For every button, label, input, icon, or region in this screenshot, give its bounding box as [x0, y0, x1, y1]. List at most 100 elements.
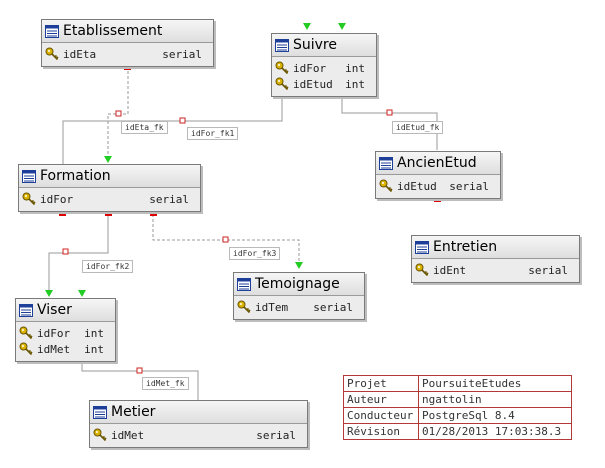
fk-label-idfor-fk1: idFor_fk1	[187, 127, 239, 140]
table-name: Etablissement	[63, 23, 163, 39]
info-value: PostgreSql 8.4	[418, 407, 572, 424]
column-row[interactable]: idEta serial	[45, 46, 210, 62]
table-header[interactable]: AncienEtud	[376, 152, 500, 175]
table-header[interactable]: Viser	[16, 299, 115, 322]
info-key: Révision	[343, 423, 419, 440]
relation-marker	[136, 367, 143, 374]
table-name: Suivre	[293, 37, 337, 53]
column-type: serial	[449, 179, 489, 193]
column-row[interactable]: idMet serial	[93, 427, 304, 443]
table-name: Formation	[40, 168, 111, 184]
column-row[interactable]: idTem serial	[237, 299, 361, 315]
table-header[interactable]: Temoignage	[234, 273, 364, 296]
column-type: int	[84, 326, 104, 340]
pk-marker	[150, 209, 157, 216]
fk-label-ideta-fk: idEta_fk	[121, 121, 168, 134]
table-etablissement[interactable]: Etablissement idEta serial	[41, 19, 214, 67]
info-value: ngattolin	[418, 391, 572, 408]
connector-idfor-fk3	[152, 214, 300, 268]
column-name: idTem	[255, 300, 289, 314]
column-row[interactable]: idFor int	[19, 325, 112, 341]
key-icon	[237, 300, 251, 314]
table-icon	[275, 38, 289, 52]
fk-arrow	[303, 23, 311, 30]
table-header[interactable]: Metier	[90, 401, 307, 424]
column-name: idMet	[37, 342, 71, 356]
pk-marker	[105, 209, 112, 216]
table-icon	[22, 169, 36, 183]
table-name: Viser	[37, 302, 72, 318]
key-icon	[45, 47, 59, 61]
fk-arrow	[45, 290, 53, 297]
table-icon	[19, 303, 33, 317]
table-suivre[interactable]: Suivre idFor int idEtud int	[271, 33, 377, 97]
column-name: idEta	[63, 47, 97, 61]
column-type: int	[345, 61, 365, 75]
fk-label-idmet-fk: idMet_fk	[142, 377, 189, 390]
pk-marker	[59, 209, 66, 216]
column-type: serial	[528, 263, 568, 277]
info-value: PoursuiteEtudes	[418, 375, 572, 392]
connector-idfor-fk2	[48, 214, 109, 296]
column-name: idEtud	[293, 77, 333, 91]
info-row: Auteur ngattolin	[343, 391, 572, 408]
column-row[interactable]: idMet int	[19, 341, 112, 357]
table-entretien[interactable]: Entretien idEnt serial	[411, 235, 580, 283]
connector-idfor-fk1	[62, 92, 283, 164]
table-formation[interactable]: Formation idFor serial	[18, 164, 201, 212]
fk-label-idetud-fk: idEtud_fk	[392, 121, 444, 134]
info-row: Conducteur PostgreSql 8.4	[343, 407, 572, 424]
column-name: idMet	[111, 428, 145, 442]
column-type: serial	[162, 47, 202, 61]
column-name: idFor	[37, 326, 71, 340]
column-type: int	[84, 342, 104, 356]
column-row[interactable]: idEtud serial	[379, 178, 497, 194]
relation-marker	[62, 248, 69, 255]
relation-marker	[179, 117, 186, 124]
table-header[interactable]: Suivre	[272, 34, 376, 57]
column-name: idEtud	[397, 179, 437, 193]
table-header[interactable]: Entretien	[412, 236, 579, 259]
column-type: serial	[313, 300, 353, 314]
column-name: idFor	[293, 61, 327, 75]
table-icon	[379, 156, 393, 170]
column-row[interactable]: idEtud int	[275, 76, 373, 92]
column-type: serial	[149, 192, 189, 206]
table-icon	[237, 277, 251, 291]
column-row[interactable]: idEnt serial	[415, 262, 576, 278]
relation-marker	[115, 110, 122, 117]
key-icon	[93, 428, 107, 442]
fk-arrow	[338, 23, 346, 30]
table-header[interactable]: Etablissement	[42, 20, 213, 43]
key-icon	[19, 342, 33, 356]
column-row[interactable]: idFor int	[275, 60, 373, 76]
fk-arrow	[104, 156, 112, 163]
column-row[interactable]: idFor serial	[22, 191, 197, 207]
info-value: 01/28/2013 17:03:38.3	[418, 423, 572, 440]
column-type: int	[345, 77, 365, 91]
key-icon	[379, 179, 393, 193]
key-icon	[415, 263, 429, 277]
table-header[interactable]: Formation	[19, 165, 200, 188]
table-name: Entretien	[433, 239, 498, 255]
column-type: serial	[256, 428, 296, 442]
table-temoignage[interactable]: Temoignage idTem serial	[233, 272, 365, 320]
info-key: Auteur	[343, 391, 419, 408]
table-metier[interactable]: Metier idMet serial	[89, 400, 308, 448]
table-icon	[415, 240, 429, 254]
column-name: idEnt	[433, 263, 467, 277]
info-key: Conducteur	[343, 407, 419, 424]
project-info-table: Projet PoursuiteEtudes Auteur ngattolin …	[343, 375, 572, 440]
info-key: Projet	[343, 375, 419, 392]
table-icon	[93, 405, 107, 419]
key-icon	[275, 77, 289, 91]
table-name: AncienEtud	[397, 155, 477, 171]
table-icon	[45, 24, 59, 38]
column-name: idFor	[40, 192, 74, 206]
info-row: Révision 01/28/2013 17:03:38.3	[343, 423, 572, 440]
fk-label-idfor-fk3: idFor_fk3	[229, 247, 281, 260]
table-viser[interactable]: Viser idFor int idMet int	[15, 298, 116, 362]
key-icon	[19, 326, 33, 340]
table-ancienetud[interactable]: AncienEtud idEtud serial	[375, 151, 501, 199]
